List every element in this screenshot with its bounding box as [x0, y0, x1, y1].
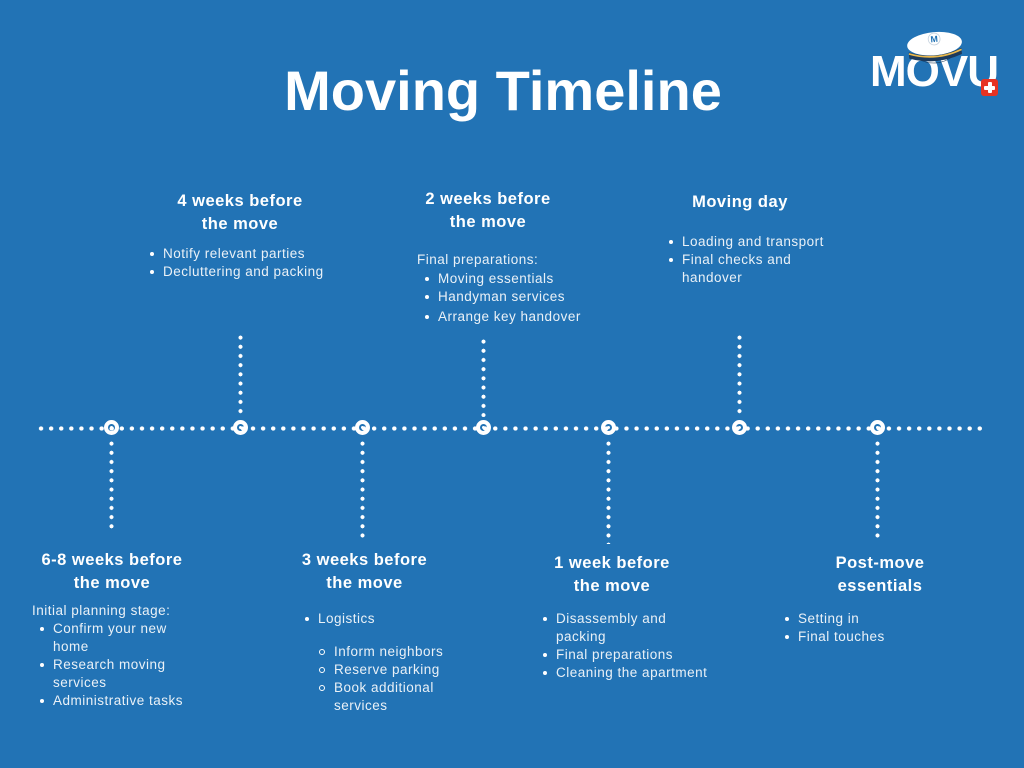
- timeline-node-3-weeks: [355, 420, 370, 435]
- milestone-lead: Initial planning stage:: [32, 603, 171, 618]
- milestone-list: Disassembly and packing Final preparatio…: [541, 610, 712, 682]
- timeline-axis: [36, 426, 985, 431]
- milestone-2-weeks: 2 weeks before the move Final preparatio…: [378, 188, 598, 326]
- milestone-heading: Post-move: [835, 554, 925, 572]
- list-item: Disassembly and packing: [541, 610, 712, 646]
- list-item: Logistics: [303, 610, 462, 628]
- list-item: Notify relevant parties: [148, 245, 355, 263]
- milestone-list: Moving essentials Handyman services Arra…: [423, 270, 598, 326]
- connector-3-weeks: [360, 439, 365, 542]
- milestone-heading: the move: [573, 577, 651, 595]
- milestone-post-move: Post-move essentials Setting in Final to…: [780, 552, 980, 646]
- milestone-sublist: Inform neighbors Reserve parking Book ad…: [319, 643, 462, 715]
- milestone-heading: Moving day: [692, 193, 788, 211]
- milestone-list: Logistics: [303, 610, 462, 628]
- svg-text:M: M: [930, 34, 938, 45]
- sublist-item: Reserve parking: [319, 661, 462, 679]
- sublist-item: Inform neighbors: [319, 643, 462, 661]
- milestone-heading: 1 week before: [554, 554, 670, 572]
- timeline-node-6-8-weeks: [104, 420, 119, 435]
- timeline-node-4-weeks: [233, 420, 248, 435]
- timeline-node-1-week: [601, 420, 616, 435]
- connector-4-weeks: [238, 333, 243, 417]
- milestone-3-weeks: 3 weeks before the move Logistics Inform…: [267, 549, 462, 715]
- list-item: Final touches: [783, 628, 980, 646]
- list-item: Moving essentials: [423, 270, 598, 288]
- milestone-heading: essentials: [837, 577, 923, 595]
- movu-logo: MOVU M: [870, 30, 1010, 96]
- milestone-heading: the move: [326, 574, 403, 592]
- milestone-list: Loading and transport Final checks and h…: [667, 233, 840, 287]
- list-item: Setting in: [783, 610, 980, 628]
- list-item: Cleaning the apartment: [541, 664, 712, 682]
- milestone-heading: the move: [201, 215, 279, 233]
- page-title: Moving Timeline: [284, 59, 722, 122]
- swiss-cross-icon: [981, 79, 998, 96]
- timeline-node-post-move: [870, 420, 885, 435]
- timeline-node-moving-day: [732, 420, 747, 435]
- list-item: Research moving services: [38, 656, 202, 692]
- milestone-6-8-weeks: 6-8 weeks before the move Initial planni…: [22, 549, 202, 710]
- connector-moving-day: [737, 333, 742, 417]
- milestone-heading: the move: [449, 213, 527, 231]
- milestone-1-week: 1 week before the move Disassembly and p…: [512, 552, 712, 682]
- connector-2-weeks: [481, 337, 486, 417]
- milestone-lead: Final preparations:: [417, 252, 539, 267]
- timeline-node-2-weeks: [476, 420, 491, 435]
- milestone-list: Notify relevant parties Decluttering and…: [148, 245, 355, 281]
- list-item: Administrative tasks: [38, 692, 202, 710]
- milestone-moving-day: Moving day Loading and transport Final c…: [640, 191, 840, 287]
- milestone-heading: the move: [73, 574, 151, 592]
- list-item: Arrange key handover: [423, 308, 598, 326]
- connector-1-week: [606, 439, 611, 544]
- connector-6-8-weeks: [109, 439, 114, 532]
- list-item: Loading and transport: [667, 233, 840, 251]
- captain-hat-icon: M: [907, 31, 962, 64]
- list-item: Handyman services: [423, 288, 598, 306]
- milestone-heading: 4 weeks before: [177, 192, 303, 210]
- milestone-4-weeks: 4 weeks before the move Notify relevant …: [125, 190, 355, 281]
- milestone-list: Confirm your new home Research moving se…: [38, 620, 202, 710]
- list-item: Final checks and handover: [667, 251, 840, 287]
- sublist-item: Book additional services: [319, 679, 462, 715]
- milestone-list: Setting in Final touches: [783, 610, 980, 646]
- list-item: Confirm your new home: [38, 620, 202, 656]
- list-item: Final preparations: [541, 646, 712, 664]
- milestone-heading: 3 weeks before: [301, 551, 428, 569]
- milestone-heading: 2 weeks before: [425, 190, 551, 208]
- milestone-heading: 6-8 weeks before: [41, 551, 183, 569]
- list-item: Decluttering and packing: [148, 263, 355, 281]
- connector-post-move: [875, 439, 880, 541]
